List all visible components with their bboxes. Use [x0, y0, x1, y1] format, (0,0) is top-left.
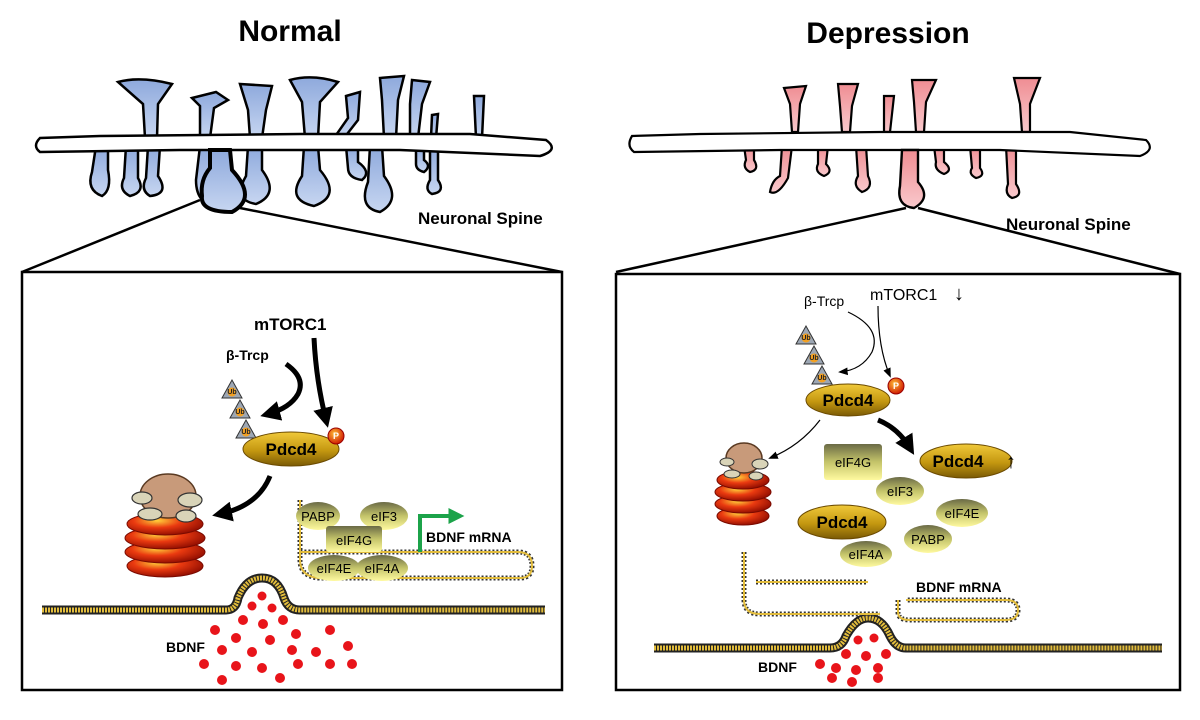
normal-btrcp-arrow — [260, 361, 303, 421]
normal-degradation-arrow — [212, 475, 273, 522]
svg-text:eIF3: eIF3 — [371, 509, 397, 524]
depression-eif4g — [824, 444, 882, 480]
depression-pdcd4-up — [919, 443, 1013, 479]
svg-text:P: P — [333, 431, 339, 441]
normal-translation-arrow — [418, 508, 465, 552]
normal-eif4e — [308, 555, 360, 581]
depression-phospho — [887, 377, 905, 395]
svg-text:eIF4G: eIF4G — [336, 533, 372, 548]
svg-text:PABP: PABP — [301, 509, 335, 524]
normal-membrane — [42, 575, 545, 613]
depression-dendrite — [742, 76, 1042, 200]
depression-mtorc1-label: mTORC1 — [870, 287, 937, 304]
normal-phospho — [327, 427, 345, 445]
depression-degradation-arrow — [768, 419, 821, 459]
normal-spine-label: Neuronal Spine — [418, 209, 543, 228]
normal-mrna-label: BDNF mRNA — [426, 529, 512, 545]
svg-text:Ub: Ub — [241, 429, 250, 436]
normal-title: Normal — [238, 15, 341, 48]
depression-bdnf-label: BDNF — [758, 659, 797, 675]
depression-title: Depression — [806, 17, 969, 50]
svg-text:P: P — [893, 381, 899, 391]
depression-ub-chain: Ub Ub Ub — [795, 324, 833, 385]
svg-text:eIF4A: eIF4A — [365, 561, 400, 576]
normal-highlighted-spine — [199, 148, 247, 215]
depression-membrane — [654, 615, 1162, 651]
depression-pdcd4-bound-label: Pdcd4 — [816, 513, 868, 532]
depression-highlighted-spine — [898, 148, 926, 210]
svg-text:eIF4A: eIF4A — [849, 547, 884, 562]
normal-mtorc1-label: mTORC1 — [254, 315, 326, 334]
depression-mtorc1-arrow — [877, 305, 891, 378]
normal-dendrite-shaft — [34, 132, 553, 158]
svg-text:PABP: PABP — [911, 532, 945, 547]
depression-eif4e — [936, 499, 988, 527]
normal-eif4g — [326, 526, 382, 552]
zoom-lines — [21, 198, 1181, 276]
depression-pdcd4-up-arrow: ↑ — [1006, 451, 1016, 473]
depression-dendrite-shaft — [628, 130, 1151, 158]
depression-mtorc1-down: ↓ — [954, 283, 964, 305]
normal-zoom-box — [20, 270, 564, 692]
normal-pabp — [296, 502, 340, 530]
depression-btrcp-label: β-Trcp — [804, 293, 844, 309]
normal-proteasome — [124, 473, 206, 578]
svg-text:eIF3: eIF3 — [887, 484, 913, 499]
normal-eif4a — [356, 555, 408, 581]
depression-spine-label: Neuronal Spine — [1006, 215, 1131, 234]
svg-text:Ub: Ub — [235, 409, 244, 416]
depression-eif4a — [840, 541, 892, 567]
depression-bdnf-dots — [815, 633, 891, 687]
svg-text:Ub: Ub — [227, 389, 236, 396]
depression-pdcd4-label: Pdcd4 — [822, 391, 874, 410]
svg-text:Ub: Ub — [817, 375, 826, 382]
svg-text:Ub: Ub — [801, 335, 810, 342]
depression-mrna-1 — [743, 552, 880, 615]
depression-pdcd4-bound — [797, 504, 887, 540]
depression-proteasome — [714, 442, 772, 526]
depression-accumulation-arrow — [877, 417, 915, 455]
svg-text:eIF4G: eIF4G — [835, 455, 871, 470]
svg-text:Ub: Ub — [809, 355, 818, 362]
depression-eif3 — [876, 477, 924, 505]
normal-pdcd4-label: Pdcd4 — [265, 440, 317, 459]
normal-bdnf-dots — [199, 591, 357, 685]
normal-eif3 — [360, 502, 408, 530]
depression-mrna-label: BDNF mRNA — [916, 579, 1002, 595]
normal-pdcd4 — [242, 431, 340, 467]
normal-btrcp-label: β-Trcp — [226, 347, 269, 363]
depression-pdcd4-up-label: Pdcd4 — [932, 452, 984, 471]
depression-pabp — [904, 525, 952, 553]
depression-pdcd4 — [805, 383, 891, 417]
normal-bdnf-label: BDNF — [166, 639, 205, 655]
normal-ub-chain: Ub Ub Ub — [221, 378, 257, 439]
svg-text:eIF4E: eIF4E — [945, 506, 980, 521]
svg-text:eIF4E: eIF4E — [317, 561, 352, 576]
depression-mrna-3 — [897, 599, 1020, 621]
normal-mrna — [299, 500, 534, 579]
normal-mtorc1-arrow — [311, 337, 333, 428]
depression-btrcp-arrow — [838, 311, 875, 376]
